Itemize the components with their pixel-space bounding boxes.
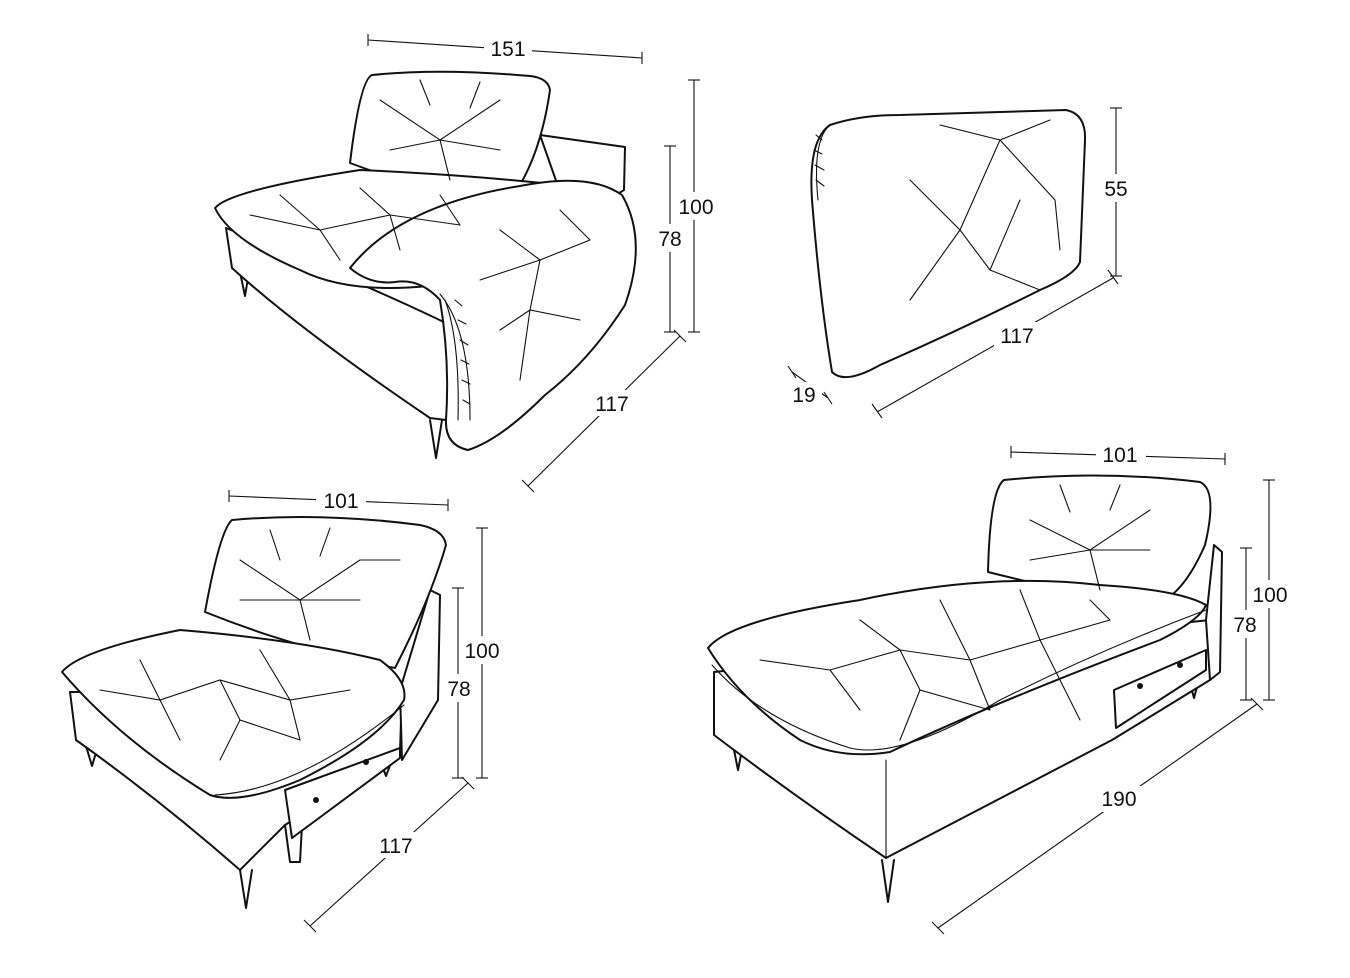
chaise-total-height-label: 100 [1252,584,1287,607]
armless-module-drawing [61,515,447,909]
chaise-dimensions: 101 100 78 190 [931,442,1292,935]
back-cushion-thickness-label: 19 [792,384,815,407]
back-cushion-height-label: 55 [1104,178,1127,201]
armchair-module-drawing [214,70,637,459]
armless-dimensions: 101 100 78 117 [228,488,504,933]
chaise-width-label: 101 [1102,444,1137,467]
chaise-depth-label: 190 [1101,788,1136,811]
back-cushion-width-label: 117 [1000,325,1033,348]
armchair-width-label: 151 [490,38,525,61]
chaise-module-drawing [707,474,1223,903]
back-cushion-dimensions: 55 117 19 [786,107,1135,419]
armless-seat-height-label: 78 [447,678,470,701]
armless-total-height-label: 100 [464,640,499,663]
armless-depth-label: 117 [379,835,412,858]
armchair-seat-height-label: 78 [658,228,681,251]
back-cushion-drawing [810,109,1087,379]
armchair-depth-label: 117 [595,393,628,416]
chaise-seat-height-label: 78 [1233,614,1256,637]
armchair-total-height-label: 100 [678,196,713,219]
armless-width-label: 101 [323,490,358,513]
armchair-dimensions: 151 100 78 117 [367,34,718,493]
